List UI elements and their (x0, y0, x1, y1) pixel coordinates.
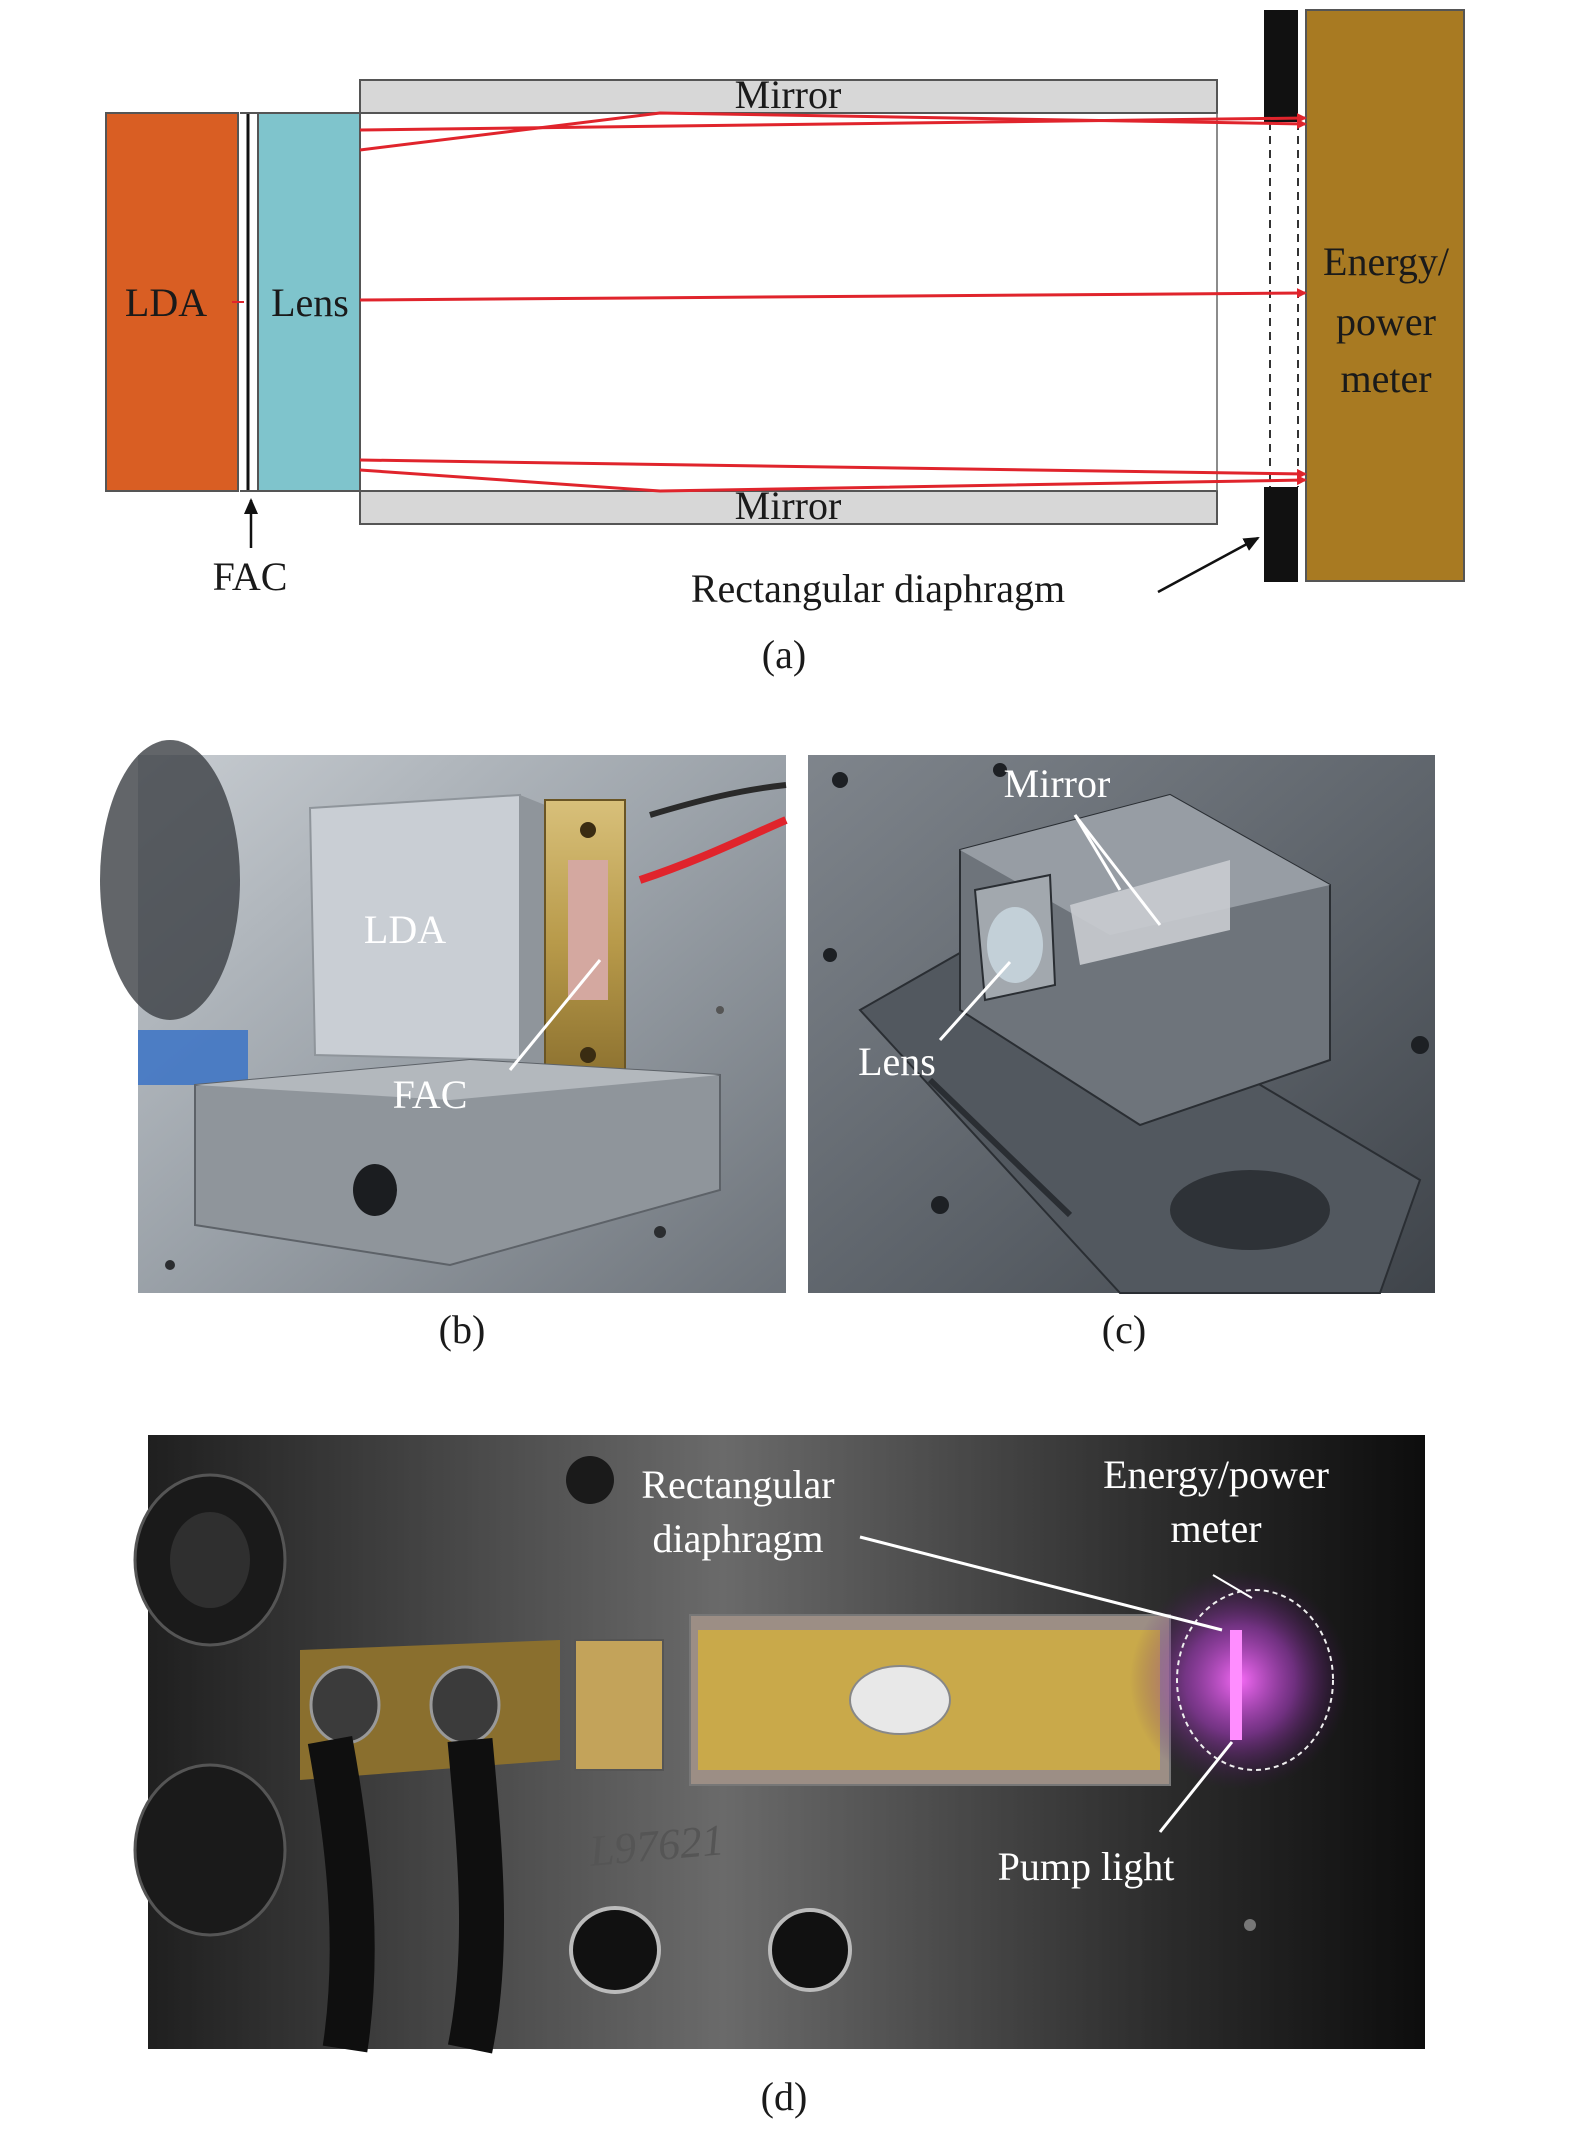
panel-d-photo: L97621 Rectangular diaphragm Energy/powe… (133, 1435, 1425, 2054)
mirror-bottom-label: Mirror (735, 483, 842, 528)
panel-d-tag-text: L97621 (587, 1815, 726, 1876)
panel-c-photo: Mirror Lens (808, 755, 1435, 1294)
panel-b-caption: (b) (439, 1307, 486, 1352)
diaphragm-label: Rectangular diaphragm (691, 566, 1065, 611)
mirror-top (359, 79, 1218, 114)
diaphragm-top (1264, 10, 1298, 122)
panel-c-caption: (c) (1102, 1307, 1146, 1352)
panel-d-meter-label-1: Energy/power (1103, 1452, 1329, 1497)
lens-block (257, 112, 361, 492)
panel-b-lda-label: LDA (364, 907, 446, 952)
panel-a-caption: (a) (762, 632, 806, 677)
panel-b-fac-label: FAC (393, 1072, 468, 1117)
meter-label-line-2: power (1336, 299, 1436, 344)
lens-label: Lens (271, 280, 349, 325)
fac-label: FAC (213, 554, 288, 599)
energy-meter-outline (1176, 1589, 1334, 1771)
panel-d-pump-label: Pump light (998, 1844, 1175, 1889)
meter-label-line-1: Energy/ (1323, 239, 1450, 284)
panel-d-diaphragm-label-1: Rectangular (641, 1462, 834, 1507)
panel-a-diagram: LDA Lens Mirror Mirror Energy/ power met… (105, 9, 1465, 677)
mirror-bottom (359, 490, 1218, 525)
lda-label: LDA (125, 280, 207, 325)
meter-label-line-3: meter (1340, 356, 1431, 401)
panel-c-lens-label: Lens (858, 1039, 936, 1084)
mirror-top-label: Mirror (735, 72, 842, 117)
panel-d-caption: (d) (761, 2074, 808, 2119)
laser-beams (359, 111, 1307, 493)
panel-d-meter-label-2: meter (1170, 1506, 1261, 1551)
panel-c-mirror-label: Mirror (1004, 761, 1111, 806)
panel-b-photo: LDA FAC (100, 740, 788, 1293)
diaphragm-bottom (1264, 487, 1298, 582)
lda-block (105, 112, 239, 492)
diaphragm-arrow (1157, 536, 1260, 594)
energy-meter-block (1305, 9, 1465, 582)
panel-d-diaphragm-label-2: diaphragm (652, 1516, 823, 1561)
